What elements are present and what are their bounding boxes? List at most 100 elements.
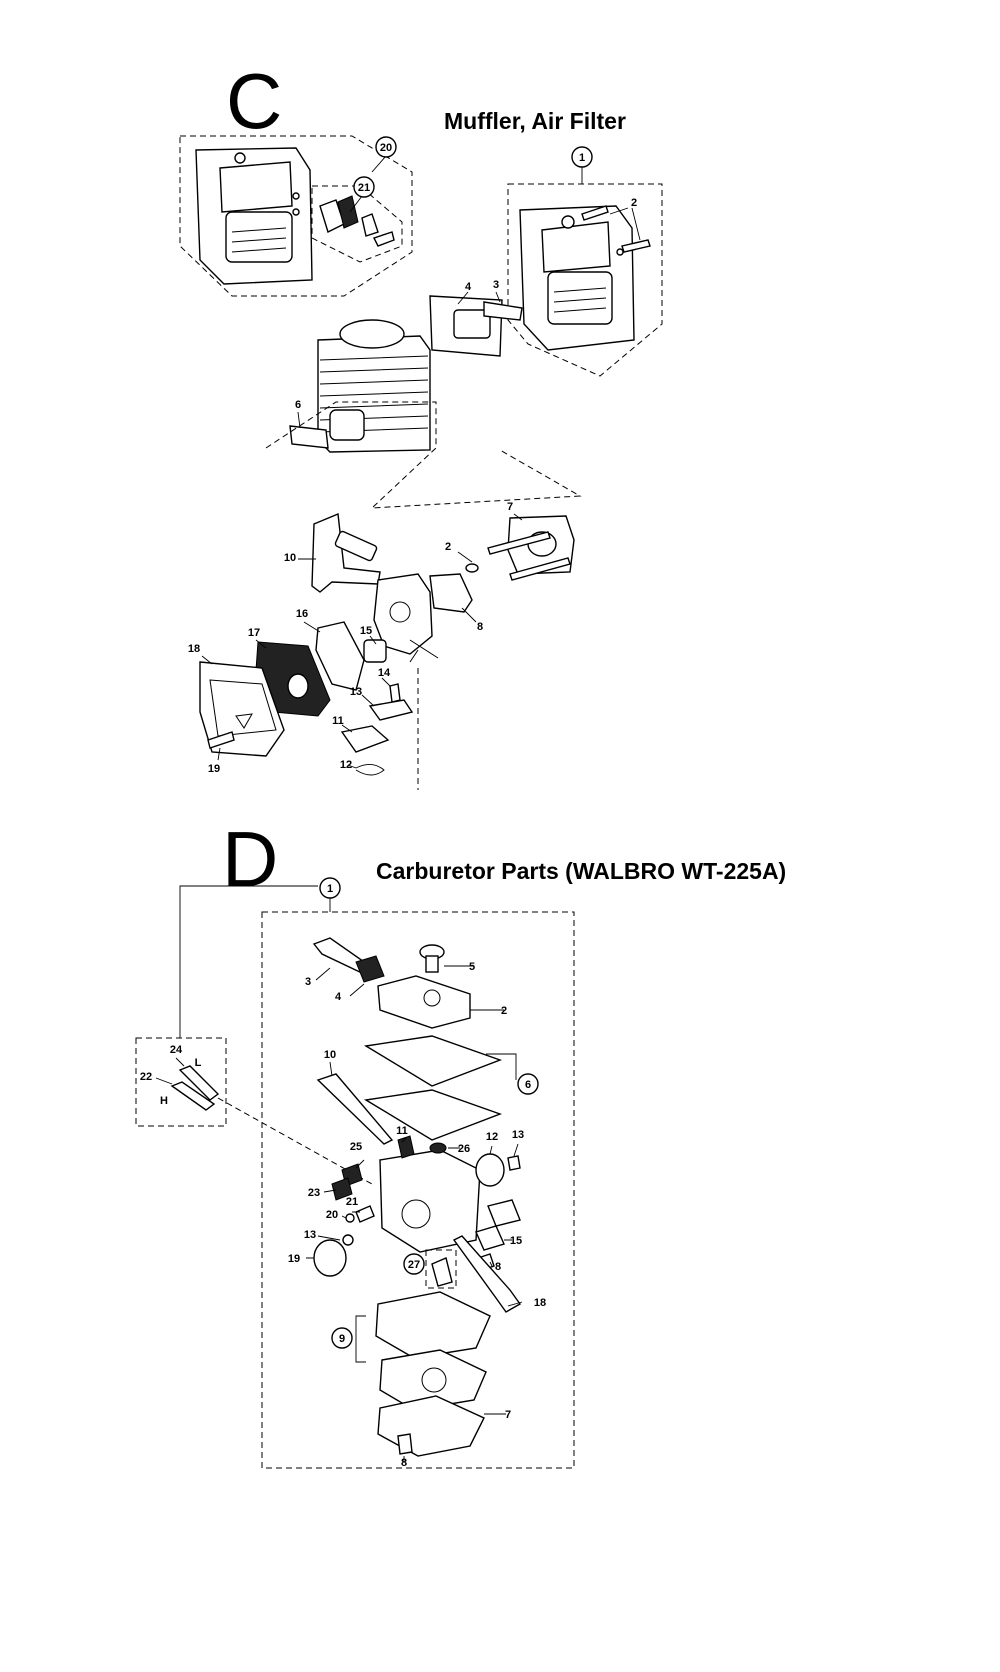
insulator-bolts	[487, 531, 571, 581]
callout-c-20	[375, 136, 397, 158]
callout-d-label-8: 8	[495, 1261, 501, 1273]
kit-21-outline	[311, 185, 403, 263]
callout-d-label-23: 23	[308, 1187, 320, 1199]
callout-d-label-27: 27	[408, 1259, 420, 1271]
screen-gasket	[483, 301, 523, 321]
callout-d-label-13: 13	[512, 1129, 524, 1141]
callout-c-label-21: 21	[358, 182, 370, 194]
metering-cover-7	[377, 1395, 485, 1457]
ball-20	[345, 1213, 355, 1223]
callout-d-label-3: 3	[305, 976, 311, 988]
section-letter-c: C	[226, 57, 283, 145]
carburetor-gasket	[429, 573, 473, 613]
spark-screen-plate	[453, 309, 491, 339]
callout-d-label-18: 18	[534, 1297, 546, 1309]
callout-d-9	[331, 1327, 353, 1349]
carburetor	[373, 573, 439, 663]
metering-diaphragm	[379, 1349, 487, 1411]
section-d-drawing	[135, 885, 575, 1469]
callout-d-label-19: 19	[288, 1253, 300, 1265]
callout-labels: 2021123467210816151718141311121913542106…	[140, 142, 637, 1469]
cover-screw	[207, 731, 235, 749]
callout-d-label-7: 7	[505, 1409, 511, 1421]
choke-plate-19	[313, 1239, 347, 1277]
spring-21	[355, 1205, 375, 1223]
spring-12	[355, 764, 385, 776]
section-c-callouts	[353, 136, 593, 198]
callout-d-label-11: 11	[396, 1125, 408, 1137]
carburetor-body	[379, 1149, 521, 1253]
screw-8-bottom	[397, 1433, 413, 1455]
needle-26	[429, 1142, 447, 1154]
lever-11	[340, 725, 390, 753]
pump-gasket	[363, 1035, 503, 1087]
pump-diaphragm	[363, 1089, 503, 1141]
choke-bracket	[311, 512, 381, 593]
callout-c-1	[571, 146, 593, 168]
callout-d-label-9: 9	[339, 1333, 345, 1345]
callout-d-label-20: 20	[326, 1209, 338, 1221]
callout-c-label-8: 8	[477, 621, 483, 633]
kit-20-outline	[179, 135, 413, 297]
adjusting-screw-22	[170, 1081, 216, 1111]
intake-spacer	[363, 639, 387, 663]
callout-c-label-20: 20	[380, 142, 392, 154]
screw-14	[389, 683, 401, 703]
callout-d-label-21: 21	[346, 1196, 358, 1208]
callout-d-label-4: 4	[335, 991, 342, 1003]
plate-12	[475, 1153, 505, 1187]
metering-gasket	[375, 1291, 491, 1359]
spare-spark-screen	[319, 195, 395, 247]
spring-23	[331, 1177, 353, 1201]
screw-5	[419, 944, 445, 973]
kit-1-outline	[507, 183, 663, 377]
callout-d-label-22: 22	[140, 1071, 152, 1083]
washer	[465, 563, 479, 573]
callout-c-label-2: 2	[445, 541, 451, 553]
throttle-shaft-10	[316, 1073, 394, 1145]
callout-c-label-15: 15	[360, 625, 372, 637]
screw-13	[507, 1155, 521, 1171]
air-filter-gasket	[315, 621, 365, 691]
section-d-callouts	[319, 877, 539, 1349]
assembly-guide-lines	[265, 401, 582, 509]
callout-d-label-15: 15	[510, 1235, 522, 1247]
air-filter-cover	[199, 661, 285, 757]
callout-c-label-4: 4	[465, 281, 472, 293]
callout-c-label-10: 10	[284, 552, 296, 564]
choke-shaft-18	[452, 1235, 522, 1313]
callout-d-6	[517, 1073, 539, 1095]
carburetor-kit-outline	[261, 911, 575, 1469]
callout-d-label-2: 2	[501, 1005, 507, 1017]
valve-15	[475, 1225, 505, 1251]
bracket-13	[368, 699, 414, 721]
callout-d-label-24: 24	[170, 1044, 183, 1056]
callout-c-label-7: 7	[507, 501, 513, 513]
screw-13-lower	[342, 1234, 354, 1246]
callout-c-label-2: 2	[631, 197, 637, 209]
callout-d-label-13: 13	[304, 1229, 316, 1241]
section-c-drawing	[179, 135, 663, 790]
spring-11	[397, 1135, 415, 1159]
callout-c-label-1: 1	[579, 152, 585, 164]
adjusting-screw-kit-outline	[135, 1037, 227, 1127]
intake-gasket	[289, 425, 329, 449]
section-title-carburetor-parts: Carburetor Parts (WALBRO WT-225A)	[376, 858, 787, 884]
section-letter-d: D	[222, 815, 279, 903]
callout-c-label-16: 16	[296, 608, 308, 620]
muffler	[519, 205, 635, 351]
pump-cover-2	[377, 975, 471, 1029]
callout-c-label-12: 12	[340, 759, 352, 771]
callout-c-label-6: 6	[295, 399, 301, 411]
callout-c-label-11: 11	[332, 715, 344, 727]
callout-d-label-6: 6	[525, 1079, 531, 1091]
callout-1-connector	[179, 885, 318, 1038]
callout-d-label-25: 25	[350, 1141, 362, 1153]
spare-muffler	[195, 147, 313, 285]
callout-d-label-5: 5	[469, 961, 475, 973]
callout-d-label-8: 8	[401, 1457, 407, 1469]
callout-d-label-12: 12	[486, 1131, 498, 1143]
callout-c-label-14: 14	[378, 667, 391, 679]
muffler-bolts	[581, 205, 651, 253]
callout-c-label-17: 17	[248, 627, 260, 639]
